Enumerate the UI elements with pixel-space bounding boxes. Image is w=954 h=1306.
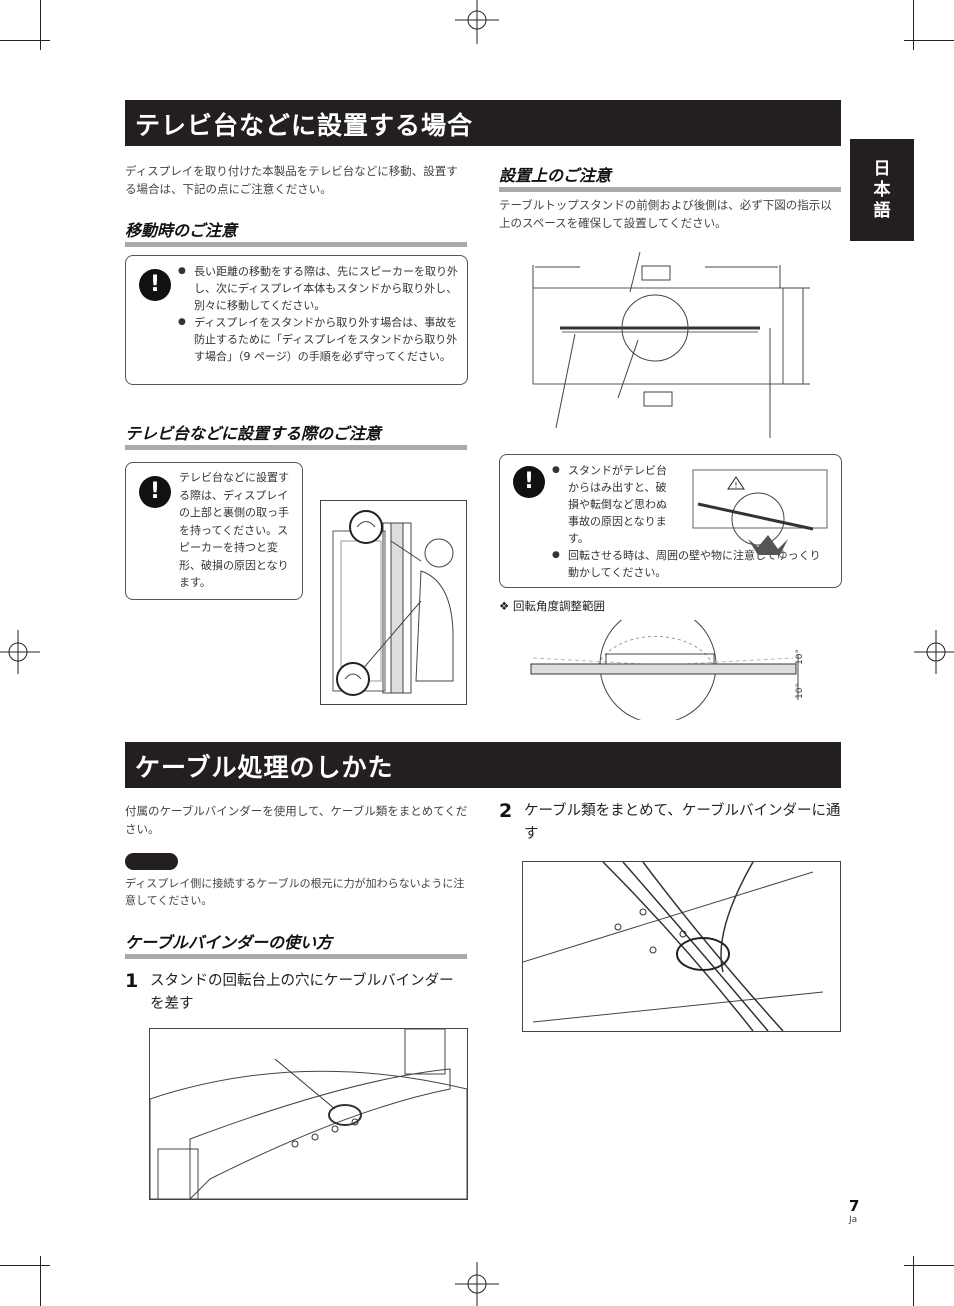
section-title-bar: テレビ台などに設置する場合 bbox=[125, 100, 841, 146]
note-text: ディスプレイ側に接続するケーブルの根元に力が加わらないように注意してください。 bbox=[125, 877, 465, 907]
crop-mark bbox=[40, 1256, 41, 1306]
placement-diagram bbox=[532, 251, 810, 438]
language-tab-label: 日本語 bbox=[873, 159, 891, 221]
installing-heading: テレビ台などに設置する際のご注意 bbox=[125, 420, 467, 450]
list-item: ディスプレイをスタンドから取り外す場合は、事故を防止するために「ディスプレイをス… bbox=[176, 314, 460, 365]
note-badge bbox=[125, 853, 178, 870]
moving-caution-box: ! 長い距離の移動をする際は、先にスピーカーを取り外し、次にディスプレイ本体もス… bbox=[125, 255, 468, 385]
step-text: ケーブル類をまとめて、ケーブルバインダーに通す bbox=[524, 803, 841, 842]
placement-heading: 設置上のご注意 bbox=[499, 162, 841, 192]
section-title-bar: ケーブル処理のしかた bbox=[125, 742, 841, 788]
warning-icon: ! bbox=[513, 466, 545, 498]
step-text: スタンドの回転台上の穴にケーブルバインダーを差す bbox=[150, 973, 454, 1012]
placement-caution-box: ! スタンドがテレビ台からはみ出すと、破損や転倒など思わぬ事故の原因となります。… bbox=[499, 454, 842, 588]
list-item: 長い距離の移動をする際は、先にスピーカーを取り外し、次にディスプレイ本体もスタン… bbox=[176, 263, 460, 314]
moving-caution-list: 長い距離の移動をする際は、先にスピーカーを取り外し、次にディスプレイ本体もスタン… bbox=[176, 263, 460, 365]
step-number: 1 bbox=[125, 970, 139, 992]
insert-binder-drawing bbox=[149, 1028, 468, 1201]
page-number: 7 bbox=[849, 1197, 860, 1215]
section-title: テレビ台などに設置する場合 bbox=[135, 111, 474, 140]
registration-mark bbox=[455, 0, 499, 44]
crop-mark bbox=[0, 40, 50, 41]
crop-mark bbox=[904, 1265, 954, 1266]
placement-caution-list: スタンドがテレビ台からはみ出すと、破損や転倒など思わぬ事故の原因となります。 bbox=[550, 462, 670, 547]
crop-mark bbox=[913, 0, 914, 50]
warning-icon: ! bbox=[139, 269, 171, 301]
warning-icon: ! bbox=[139, 476, 171, 508]
rotation-range-diagram bbox=[530, 620, 799, 720]
illustration-bundle-cables bbox=[522, 861, 841, 1032]
language-tab: 日本語 bbox=[850, 139, 914, 241]
section-intro: ディスプレイを取り付けた本製品をテレビ台などに移動、設置する場合は、下記の点にご… bbox=[125, 164, 458, 196]
binder-heading: ケーブルバインダーの使い方 bbox=[125, 929, 467, 959]
crop-mark bbox=[0, 1265, 50, 1266]
crop-mark bbox=[904, 40, 954, 41]
registration-mark bbox=[914, 630, 954, 674]
placement-text: テーブルトップスタンドの前側および後側は、必ず下図の指示以上のスペースを確保して… bbox=[499, 198, 832, 230]
crop-mark bbox=[40, 0, 41, 50]
section-title: ケーブル処理のしかた bbox=[135, 753, 394, 782]
angle-label-right: 10° bbox=[794, 683, 805, 699]
svg-text:!: ! bbox=[734, 481, 737, 490]
overhang-warning-drawing: ! bbox=[692, 469, 828, 555]
installing-caution-text: テレビ台などに設置する際は、ディスプレイの上部と裏側の取っ手を持ってください。ス… bbox=[179, 471, 289, 589]
crop-mark bbox=[913, 1256, 914, 1306]
illustration-carry-display bbox=[320, 500, 467, 705]
registration-mark bbox=[0, 630, 40, 674]
step-number: 2 bbox=[499, 800, 513, 822]
bundle-cables-drawing bbox=[522, 861, 824, 1032]
moving-heading: 移動時のご注意 bbox=[125, 217, 467, 247]
rotation-range-label: ❖ 回転角度調整範囲 bbox=[499, 599, 605, 613]
list-item: スタンドがテレビ台からはみ出すと、破損や転倒など思わぬ事故の原因となります。 bbox=[550, 462, 670, 547]
carry-display-drawing bbox=[332, 510, 454, 696]
installing-caution-box: ! テレビ台などに設置する際は、ディスプレイの上部と裏側の取っ手を持ってください… bbox=[125, 462, 303, 600]
section-intro: 付属のケーブルバインダーを使用して、ケーブル類をまとめてください。 bbox=[125, 804, 468, 836]
illustration-insert-binder bbox=[149, 1028, 468, 1201]
registration-mark bbox=[455, 1262, 499, 1306]
language-code: Ja bbox=[849, 1215, 858, 1225]
angle-label-left: 10° bbox=[794, 649, 805, 665]
